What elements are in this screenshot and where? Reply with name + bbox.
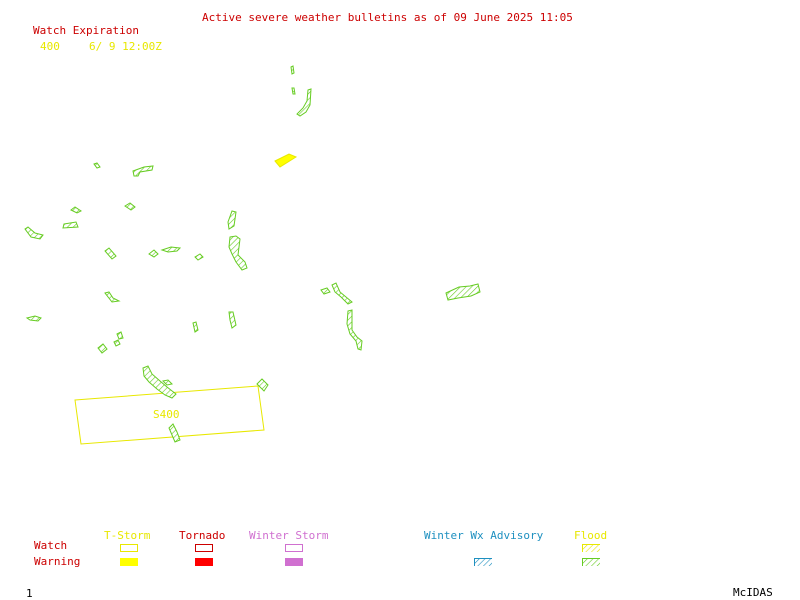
bulletin-title: Active severe weather bulletins as of 09… bbox=[202, 11, 573, 24]
winter-storm-warning-swatch bbox=[285, 558, 303, 566]
flood-warning-polygon[interactable] bbox=[70, 206, 82, 214]
legend-col-winter-wx-advisory: Winter Wx Advisory bbox=[424, 529, 544, 542]
flood-warning-polygon[interactable] bbox=[97, 343, 108, 354]
flood-warning-polygon[interactable] bbox=[104, 291, 121, 303]
flood-warning-polygon[interactable] bbox=[228, 311, 237, 329]
flood-warning-swatch bbox=[582, 558, 600, 566]
flood-warning-polygon[interactable] bbox=[161, 379, 174, 386]
flood-warning-polygon[interactable] bbox=[320, 287, 331, 295]
watch-id: 400 bbox=[40, 40, 60, 53]
page-number: 1 bbox=[26, 587, 33, 600]
legend-col-tornado: Tornado bbox=[179, 529, 226, 542]
watch-expiry-time: 6/ 9 12:00Z bbox=[89, 40, 162, 53]
legend-col-tstorm: T-Storm bbox=[104, 529, 151, 542]
tstorm-warning-swatch bbox=[120, 558, 138, 566]
flood-warning-polygon[interactable] bbox=[24, 226, 44, 240]
tstorm-watch-swatch bbox=[120, 544, 138, 552]
tornado-warning-swatch bbox=[195, 558, 213, 566]
flood-watch-swatch bbox=[582, 544, 600, 552]
flood-warning-polygon[interactable] bbox=[104, 247, 117, 260]
flood-warning-polygon[interactable] bbox=[194, 253, 204, 261]
flood-warning-polygon[interactable] bbox=[113, 339, 121, 347]
flood-warning-polygon[interactable] bbox=[445, 283, 481, 301]
flood-warning-polygon[interactable] bbox=[290, 65, 295, 75]
flood-warning-polygon[interactable] bbox=[331, 282, 353, 305]
mcidas-brand: McIDAS bbox=[733, 586, 773, 599]
tstorm-watch-box[interactable] bbox=[74, 385, 265, 445]
flood-warning-polygon[interactable] bbox=[93, 162, 101, 169]
flood-warning-polygon[interactable] bbox=[227, 210, 237, 230]
flood-warning-polygon[interactable] bbox=[142, 365, 177, 399]
tstorm-warning-polygon[interactable] bbox=[274, 153, 298, 168]
flood-warning-polygon[interactable] bbox=[124, 202, 136, 211]
flood-warning-polygon[interactable] bbox=[296, 88, 312, 117]
watch-box-label: S400 bbox=[153, 408, 180, 421]
flood-warning-polygon[interactable] bbox=[192, 321, 199, 333]
flood-warning-polygon[interactable] bbox=[291, 87, 296, 95]
flood-warning-polygon[interactable] bbox=[116, 331, 124, 340]
watch-expiration-label: Watch Expiration bbox=[33, 24, 139, 37]
legend-col-winter-storm: Winter Storm bbox=[249, 529, 329, 542]
flood-warning-polygon[interactable] bbox=[160, 246, 182, 253]
flood-warning-polygon[interactable] bbox=[148, 249, 159, 258]
winter-storm-watch-swatch bbox=[285, 544, 303, 552]
flood-warning-polygon[interactable] bbox=[256, 378, 269, 392]
legend-row-watch-label: Watch bbox=[34, 539, 68, 552]
legend-row-warning-label: Warning bbox=[34, 555, 81, 568]
flood-warning-polygon[interactable] bbox=[132, 165, 154, 177]
tornado-watch-swatch bbox=[195, 544, 213, 552]
flood-warnings bbox=[24, 65, 481, 443]
flood-warning-polygon[interactable] bbox=[168, 423, 181, 443]
flood-warning-polygon[interactable] bbox=[346, 309, 363, 351]
flood-warning-polygon[interactable] bbox=[228, 235, 248, 271]
flood-warning-polygon[interactable] bbox=[62, 221, 79, 229]
legend-col-flood: Flood bbox=[574, 529, 608, 542]
winter-wx-advisory-swatch bbox=[474, 558, 492, 566]
flood-warning-polygon[interactable] bbox=[25, 315, 42, 322]
